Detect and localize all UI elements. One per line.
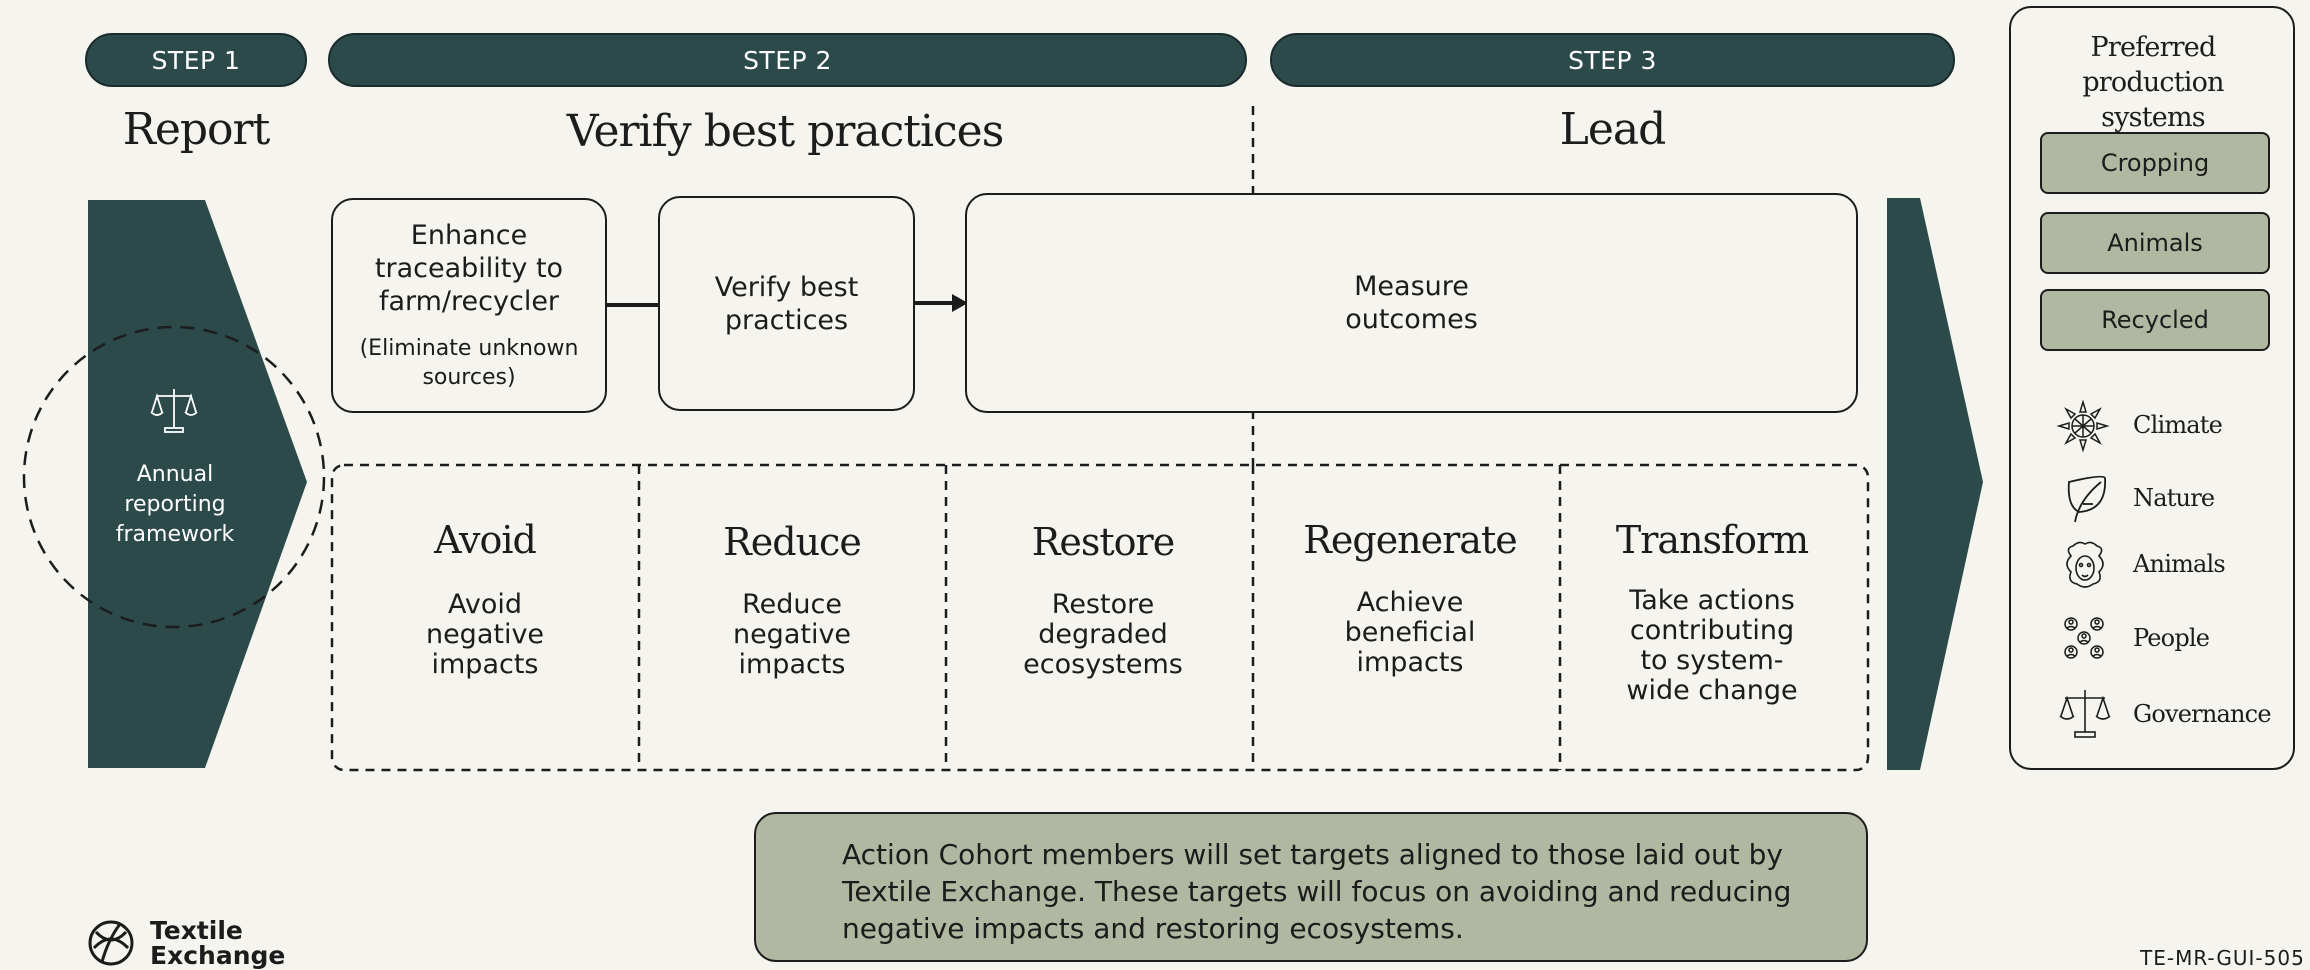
lead-heading: Lead (1559, 104, 1667, 155)
legend-label-governance: Governance (2133, 700, 2272, 728)
verify-practices-text: Verify best practices (714, 271, 859, 336)
outcome-title: Regenerate (1303, 518, 1517, 562)
step-2-label: STEP 2 (328, 33, 1247, 87)
production-systems-title: Preferred production systems (2082, 32, 2224, 133)
enhance-traceability-box: Enhance traceability to farm/recycler (E… (331, 198, 607, 413)
sunflower-icon (2055, 398, 2111, 454)
recycled-button[interactable]: Recycled (2040, 289, 2270, 351)
outcome-title: Restore (1031, 520, 1175, 564)
knot-logo-icon (88, 920, 134, 966)
logo-wordmark: Textile Exchange (150, 918, 285, 968)
report-scales-icon (148, 384, 200, 436)
animals-button[interactable]: Animals (2040, 212, 2270, 274)
enhance-traceability-text: Enhance traceability to farm/recycler (374, 220, 564, 317)
legend-label-nature: Nature (2133, 484, 2215, 512)
outcome-restore: Restore Restore degraded ecosystems (953, 520, 1253, 680)
legend-label-animals: Animals (2133, 550, 2226, 578)
outcome-reduce: Reduce Reduce negative impacts (646, 520, 938, 680)
report-dashed-circle (22, 325, 326, 629)
legend-label-people: People (2133, 624, 2210, 652)
cropping-button[interactable]: Cropping (2040, 132, 2270, 194)
report-framework-text: Annual reporting framework (115, 462, 235, 547)
verify-practices-box: Verify best practices (658, 196, 915, 411)
outcome-transform: Transform Take actions contributing to s… (1567, 518, 1857, 706)
logo-line-2: Exchange (150, 941, 286, 970)
logo-line-1: Textile (150, 916, 243, 945)
scales-icon (2057, 686, 2113, 742)
measure-outcomes-text: Measure outcomes (1345, 271, 1478, 335)
eliminate-sources-note: (Eliminate unknown sources) (359, 336, 579, 390)
document-code: TE-MR-GUI-505 (2140, 946, 2305, 970)
sheep-icon (2057, 538, 2113, 594)
leaf-icon (2059, 470, 2115, 526)
step-3-label: STEP 3 (1270, 33, 1955, 87)
outcome-regenerate: Regenerate Achieve beneficial impacts (1260, 518, 1560, 678)
outcome-description: Reduce negative impacts (732, 589, 852, 680)
outcomes-dashed-frame (330, 463, 1870, 772)
outcome-description: Take actions contributing to system-wide… (1626, 585, 1798, 706)
outcome-description: Restore degraded ecosystems (1023, 589, 1183, 680)
action-cohort-text: Action Cohort members will set targets a… (842, 838, 1792, 945)
production-systems-panel: Preferred production systems Cropping An… (2009, 6, 2295, 770)
action-cohort-callout: Action Cohort members will set targets a… (754, 812, 1868, 962)
outcome-title: Avoid (434, 518, 537, 562)
legend-label-climate: Climate (2133, 411, 2223, 439)
outcome-description: Achieve beneficial impacts (1344, 587, 1476, 678)
right-chevron (1887, 198, 1983, 770)
outcome-description: Avoid negative impacts (425, 589, 545, 680)
textile-exchange-logo: Textile Exchange (86, 918, 326, 968)
outcome-avoid: Avoid Avoid negative impacts (339, 518, 631, 680)
verify-heading: Verify best practices (566, 106, 1005, 157)
people-icon (2057, 612, 2113, 668)
connector-arrowhead (952, 294, 968, 312)
step-1-label: STEP 1 (85, 33, 307, 87)
outcome-title: Reduce (723, 520, 862, 564)
measure-outcomes-box: Measure outcomes (965, 193, 1858, 413)
report-heading: Report (122, 104, 271, 155)
report-chevron (88, 200, 307, 768)
outcome-title: Transform (1615, 518, 1809, 562)
